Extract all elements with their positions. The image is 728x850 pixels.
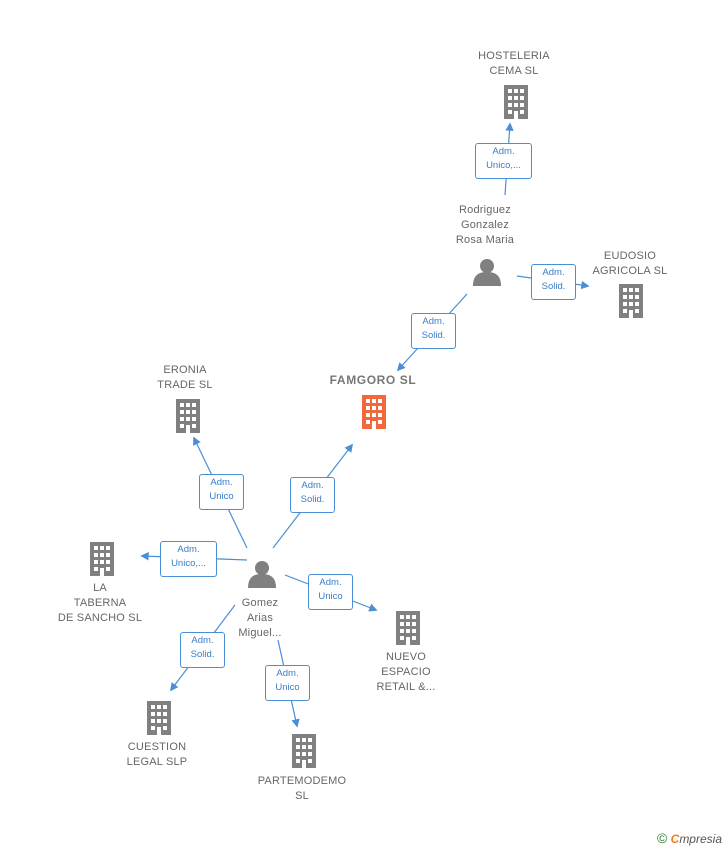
brand-name: mpresia <box>679 832 722 846</box>
node-label-gomez[interactable]: Gomez Arias Miguel... <box>238 597 282 639</box>
building-icon <box>90 542 114 576</box>
edge-label-gomez-partemodemo[interactable]: Adm. Unico <box>265 665 310 701</box>
edge-label-gomez-eronia[interactable]: Adm. Unico <box>199 474 244 510</box>
building-icon <box>504 85 528 119</box>
node-label-cuestion[interactable]: CUESTION LEGAL SLP <box>126 741 188 768</box>
edge-label-rodriguez-hosteleria[interactable]: Adm. Unico,... <box>475 143 532 179</box>
node-label-famgoro[interactable]: FAMGORO SL <box>329 373 417 387</box>
node-label-nuevo-espacio[interactable]: NUEVO ESPACIO RETAIL &... <box>376 651 436 693</box>
edge-label-gomez-famgoro[interactable]: Adm. Solid. <box>290 477 335 513</box>
edge-label-gomez-cuestion[interactable]: Adm. Solid. <box>180 632 225 668</box>
building-icon <box>292 734 316 768</box>
brand-initial: C <box>670 832 680 846</box>
node-label-eudosio[interactable]: EUDOSIO AGRICOLA SL <box>592 250 668 277</box>
copyright-icon: © <box>656 830 668 846</box>
edge-label-gomez-nuevo[interactable]: Adm. Unico <box>308 574 353 610</box>
brand-watermark: © Cmpresia <box>657 830 722 846</box>
node-label-hosteleria[interactable]: HOSTELERIA CEMA SL <box>478 50 550 77</box>
building-icon <box>147 701 171 735</box>
person-icon <box>248 561 276 588</box>
node-label-eronia[interactable]: ERONIA TRADE SL <box>157 364 213 391</box>
edge-label-rodriguez-famgoro[interactable]: Adm. Solid. <box>411 313 456 349</box>
building-icon <box>396 611 420 645</box>
node-label-rodriguez[interactable]: Rodriguez Gonzalez Rosa Maria <box>455 204 515 246</box>
edge-label-rodriguez-eudosio[interactable]: Adm. Solid. <box>531 264 576 300</box>
building-icon <box>362 395 386 429</box>
node-label-la-taberna[interactable]: LA TABERNA DE SANCHO SL <box>57 582 143 624</box>
building-icon <box>619 284 643 318</box>
building-icon <box>176 399 200 433</box>
person-icon <box>473 259 501 286</box>
node-label-partemodemo[interactable]: PARTEMODEMO SL <box>257 775 347 802</box>
edge-label-gomez-taberna[interactable]: Adm. Unico,... <box>160 541 217 577</box>
